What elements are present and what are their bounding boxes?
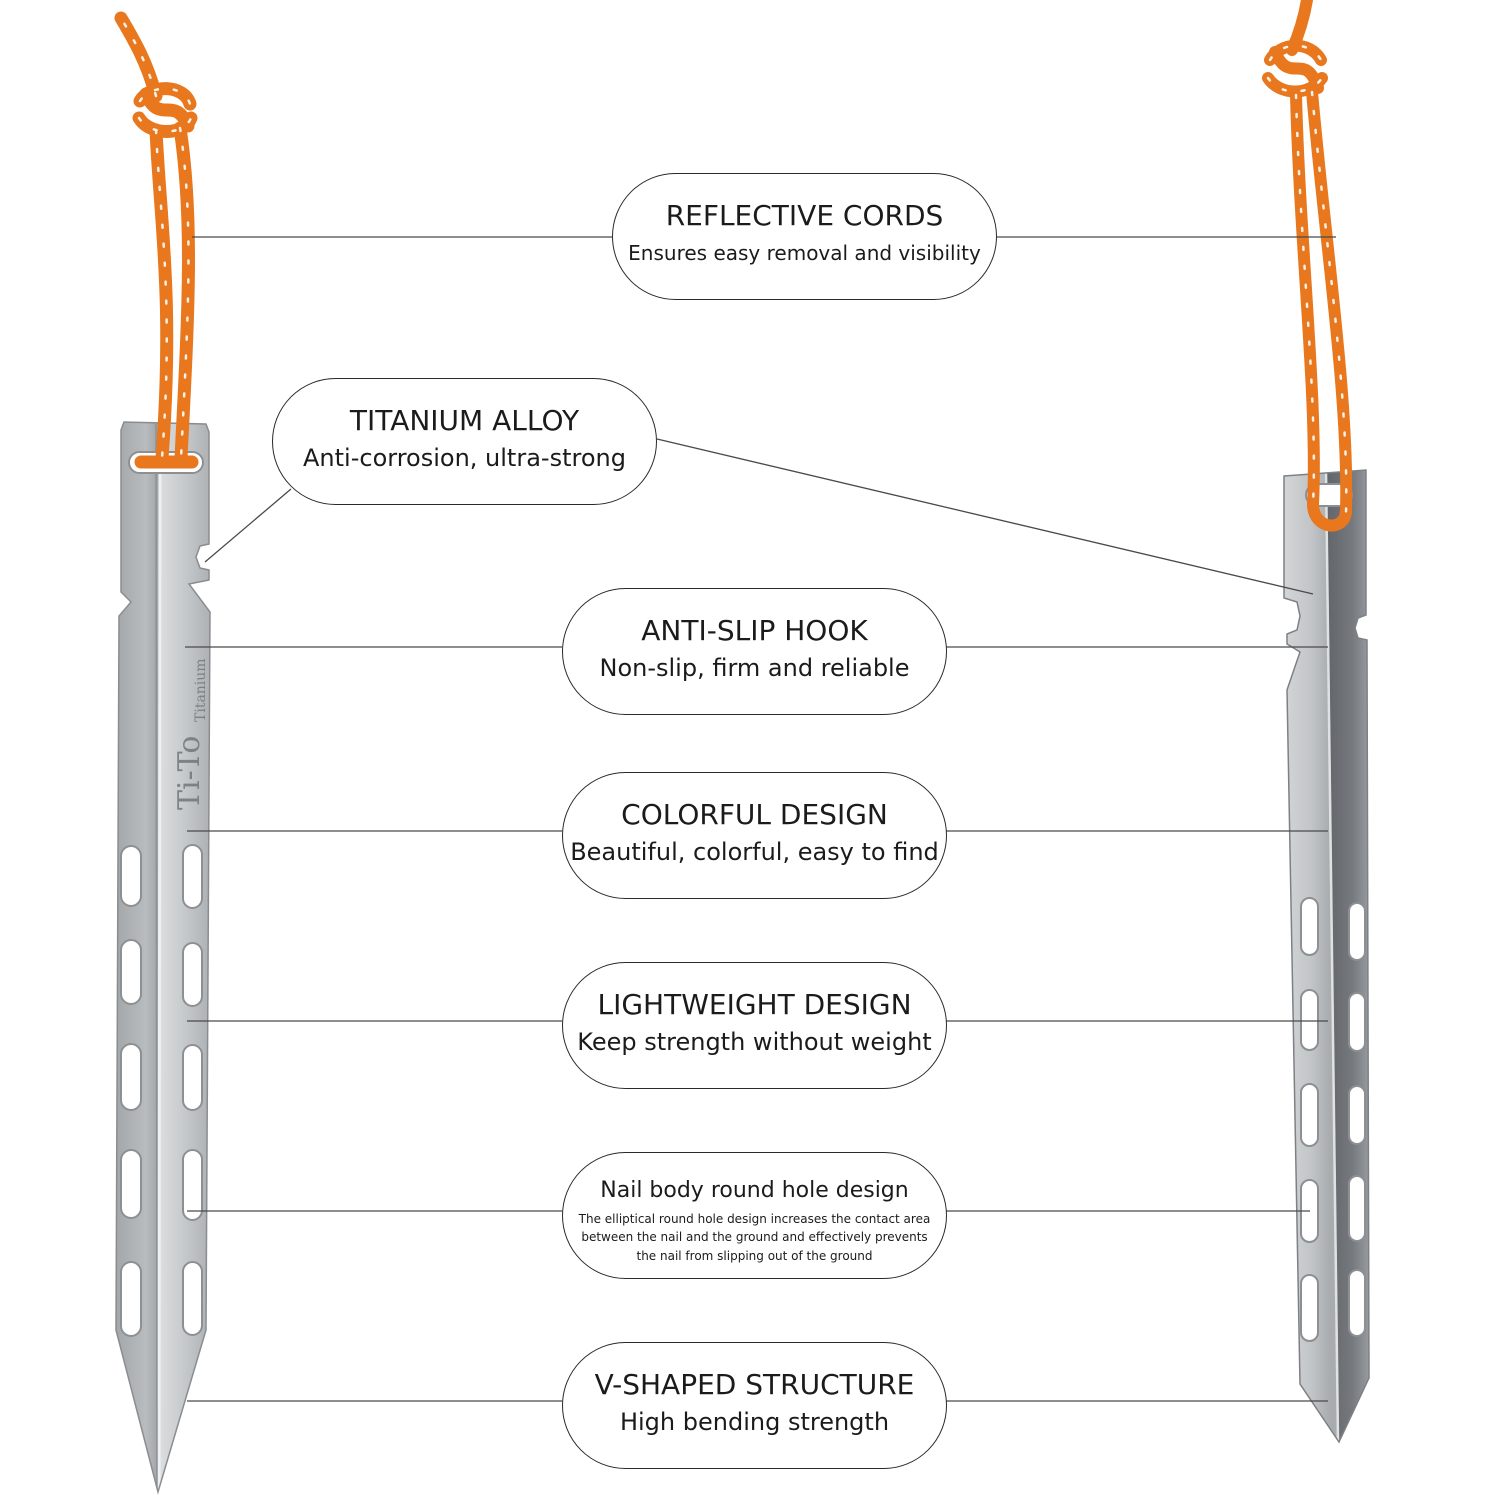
- callout-subtitle: Anti-corrosion, ultra-strong: [303, 443, 626, 472]
- callout-lightweight-design: LIGHTWEIGHT DESIGN Keep strength without…: [562, 962, 947, 1089]
- callout-round-hole-design: Nail body round hole design The elliptic…: [562, 1152, 947, 1279]
- slot-hole: [120, 939, 142, 1005]
- cord-rope: [1262, 0, 1353, 532]
- stake-fold-highlight: [1324, 472, 1340, 1442]
- reflective-thread-line: [119, 16, 158, 98]
- cord-strand: [173, 121, 195, 465]
- reflective-thread-line: [178, 126, 190, 460]
- reflective-thread-line: [1266, 76, 1324, 93]
- callout-subtitle: Keep strength without weight: [577, 1027, 932, 1056]
- stake-outline: [115, 421, 211, 1495]
- slot-hole: [1300, 897, 1319, 956]
- callout-description-line: the nail from slipping out of the ground: [636, 1248, 873, 1263]
- cord-knot: [139, 87, 195, 133]
- leader-line-titanium-alloy-left: [204, 488, 292, 563]
- slot-hole: [1348, 992, 1366, 1052]
- slot-hole: [120, 1261, 142, 1337]
- callout-title: ANTI-SLIP HOOK: [641, 613, 868, 647]
- right-reflective-cord: [1262, 0, 1353, 532]
- callout-subtitle: High bending strength: [619, 1407, 890, 1436]
- reflective-thread-line: [1310, 90, 1348, 514]
- callout-titanium-alloy: TITANIUM ALLOY Anti-corrosion, ultra-str…: [272, 378, 657, 505]
- reflective-thread: [1266, 44, 1348, 514]
- reflective-thread-line: [137, 116, 193, 133]
- cord-loose-end: [114, 11, 163, 103]
- cord-knot: [1269, 46, 1324, 94]
- stake-fold-shadow: [155, 423, 158, 1491]
- leader-lines: [185, 236, 1336, 1402]
- callout-colorful-design: COLORFUL DESIGN Beautiful, colorful, eas…: [562, 772, 947, 899]
- stake-outline: [1283, 469, 1370, 1444]
- slot-hole: [182, 942, 203, 1007]
- engraving-material: Titanium: [193, 658, 209, 722]
- lightening-holes: [120, 844, 203, 1337]
- callout-title: COLORFUL DESIGN: [621, 797, 888, 831]
- slot-hole: [1348, 1269, 1366, 1337]
- leader-line-titanium-alloy-right: [656, 438, 1314, 595]
- reflective-thread: [119, 16, 193, 460]
- callout-subtitle: Ensures easy removal and visibility: [628, 240, 981, 265]
- slot-hole: [1300, 989, 1319, 1051]
- slot-hole: [1300, 1274, 1319, 1342]
- slot-hole: [1348, 1175, 1366, 1242]
- slot-hole: [1348, 902, 1366, 961]
- left-tent-stake: Ti-To Titanium: [115, 421, 211, 1495]
- engraving-logo: Ti-To: [172, 736, 207, 810]
- callout-title: REFLECTIVE CORDS: [665, 198, 944, 232]
- callout-title: LIGHTWEIGHT DESIGN: [597, 987, 912, 1021]
- callout-anti-slip-hook: ANTI-SLIP HOOK Non-slip, firm and reliab…: [562, 588, 947, 715]
- callout-subtitle: Non-slip, firm and reliable: [599, 653, 910, 682]
- slot-hole: [1348, 1085, 1366, 1145]
- lightening-holes: [1300, 897, 1366, 1342]
- slot-hole: [120, 845, 142, 907]
- cord-loop: [1307, 499, 1352, 532]
- slot-hole: [182, 844, 203, 909]
- right-tent-stake: [1283, 469, 1370, 1444]
- callout-title: TITANIUM ALLOY: [349, 403, 580, 437]
- stake-fold-highlight: [157, 423, 162, 1492]
- callout-v-shaped-structure: V-SHAPED STRUCTURE High bending strength: [562, 1342, 947, 1469]
- slot-hole: [120, 1043, 142, 1111]
- reflective-thread-line: [154, 128, 168, 460]
- callout-description-line: The elliptical round hole design increas…: [578, 1211, 931, 1226]
- cord-strand: [1290, 89, 1320, 511]
- left-reflective-cord: [114, 11, 199, 469]
- slot-hole: [182, 1149, 203, 1221]
- callout-subtitle: Beautiful, colorful, easy to find: [570, 837, 939, 866]
- slot-hole: [182, 1044, 203, 1111]
- slot-hole: [182, 1261, 203, 1336]
- cord-strand: [149, 123, 174, 465]
- cord-rope: [114, 11, 199, 469]
- slot-hole: [1300, 1083, 1319, 1147]
- slot-hole: [120, 1149, 142, 1219]
- callout-description-line: between the nail and the ground and effe…: [581, 1230, 928, 1245]
- callout-title: Nail body round hole design: [600, 1177, 909, 1203]
- callout-reflective-cords: REFLECTIVE CORDS Ensures easy removal an…: [612, 173, 997, 300]
- callout-title: V-SHAPED STRUCTURE: [594, 1367, 915, 1401]
